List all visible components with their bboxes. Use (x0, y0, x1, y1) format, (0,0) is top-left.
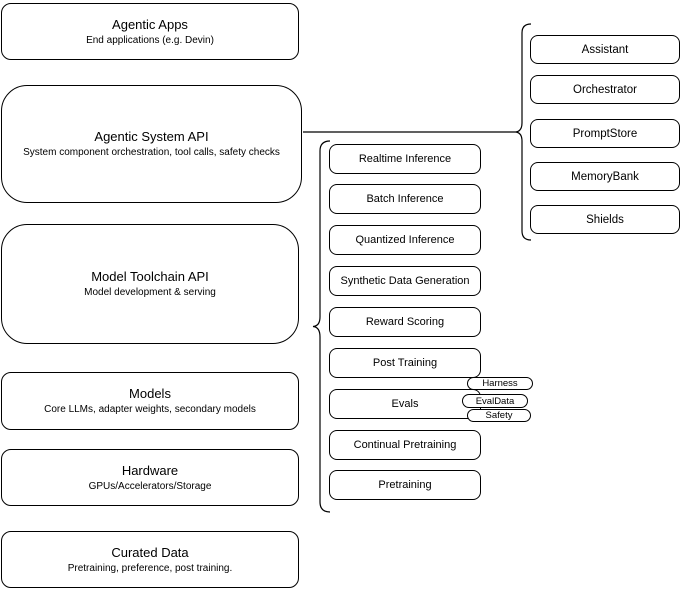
node-subtitle: End applications (e.g. Devin) (86, 34, 214, 46)
components-group-brace (515, 23, 532, 241)
node-label: PromptStore (572, 127, 638, 140)
tag-safety: Safety (467, 409, 531, 422)
node-models: Models Core LLMs, adapter weights, secon… (1, 372, 299, 430)
tag-label: Safety (485, 410, 513, 421)
tag-evaldata: EvalData (462, 394, 528, 408)
node-subtitle: Core LLMs, adapter weights, secondary mo… (44, 404, 256, 415)
node-label: Pretraining (378, 479, 432, 491)
node-label: Orchestrator (573, 83, 637, 96)
node-title: Agentic System API (94, 129, 209, 144)
node-label: Batch Inference (366, 193, 444, 205)
node-quantized-inference: Quantized Inference (329, 225, 481, 255)
node-title: Curated Data (111, 544, 189, 560)
tag-label: Harness (482, 378, 518, 389)
node-agentic-system-api: Agentic System API System component orch… (1, 85, 302, 203)
node-label: Continual Pretraining (353, 439, 457, 451)
node-post-training: Post Training (329, 348, 481, 378)
node-title: Hardware (121, 462, 179, 478)
node-synthetic-data-generation: Synthetic Data Generation (329, 266, 481, 296)
node-continual-pretraining: Continual Pretraining (329, 430, 481, 460)
node-batch-inference: Batch Inference (329, 184, 481, 214)
node-model-toolchain-api: Model Toolchain API Model development & … (1, 224, 299, 344)
node-label: Quantized Inference (355, 234, 455, 246)
node-evals: Evals (329, 389, 481, 419)
node-orchestrator: Orchestrator (530, 75, 680, 104)
node-hardware: Hardware GPUs/Accelerators/Storage (1, 449, 299, 506)
node-title: Agentic Apps (112, 16, 188, 32)
node-label: Realtime Inference (358, 153, 452, 165)
node-label: Post Training (372, 357, 438, 369)
node-shields: Shields (530, 205, 680, 234)
node-subtitle: System component orchestration, tool cal… (23, 147, 280, 158)
node-promptstore: PromptStore (530, 119, 680, 148)
node-subtitle: Pretraining, preference, post training. (67, 562, 233, 574)
node-agentic-apps: Agentic Apps End applications (e.g. Devi… (1, 3, 299, 60)
node-title: Models (129, 386, 171, 401)
node-pretraining: Pretraining (329, 470, 481, 500)
toolchain-group-brace (312, 140, 331, 513)
node-label: Shields (586, 213, 624, 226)
node-assistant: Assistant (530, 35, 680, 64)
node-label: Synthetic Data Generation (340, 275, 470, 287)
node-label: Evals (391, 398, 419, 410)
node-title: Model Toolchain API (91, 269, 209, 284)
node-curated-data: Curated Data Pretraining, preference, po… (1, 531, 299, 588)
node-realtime-inference: Realtime Inference (329, 144, 481, 174)
tag-harness: Harness (467, 377, 533, 390)
tag-label: EvalData (475, 395, 515, 407)
node-label: Assistant (581, 43, 629, 56)
node-subtitle: Model development & serving (84, 287, 216, 298)
node-memorybank: MemoryBank (530, 162, 680, 191)
node-label: MemoryBank (571, 170, 639, 183)
node-label: Reward Scoring (365, 316, 445, 328)
node-reward-scoring: Reward Scoring (329, 307, 481, 337)
node-subtitle: GPUs/Accelerators/Storage (88, 480, 212, 492)
